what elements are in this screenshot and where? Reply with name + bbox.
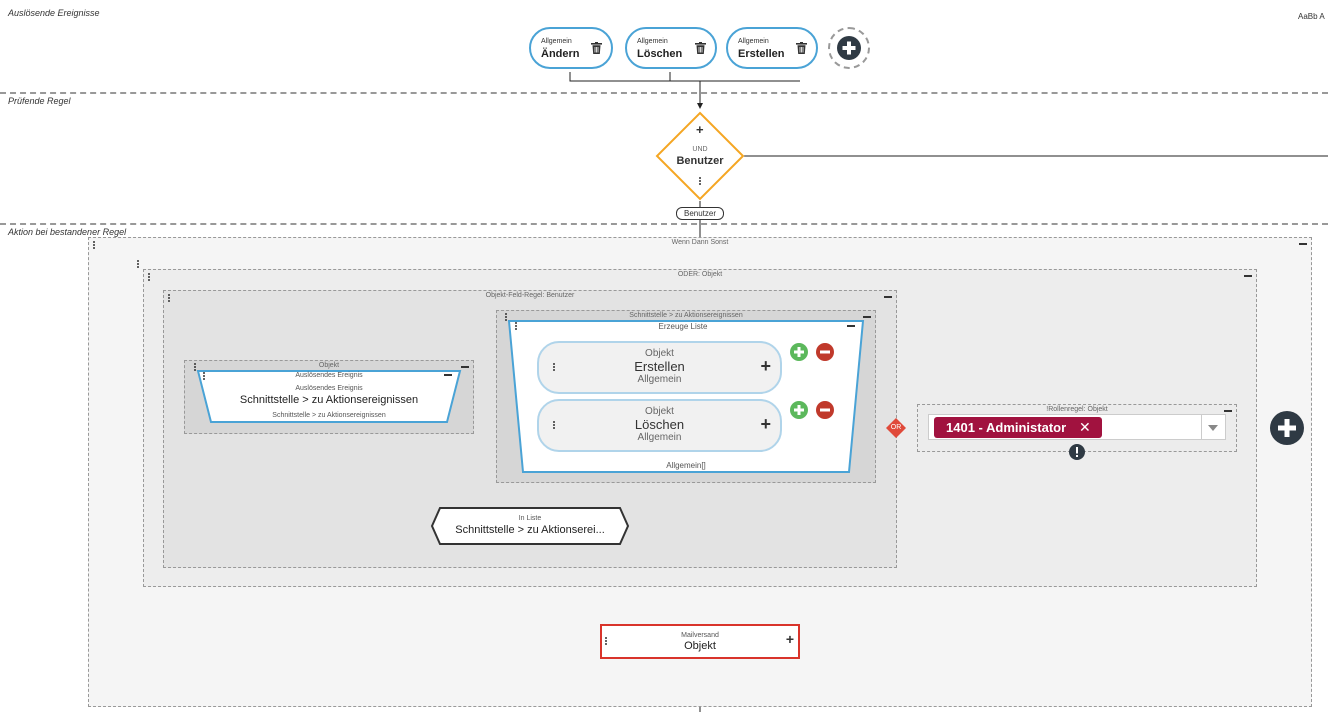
event-card-type: Schnittstelle > zu Aktionsereignissen (272, 412, 386, 419)
list-item-label: Löschen (634, 417, 685, 432)
collapse-icon[interactable] (1244, 275, 1252, 277)
drag-handle-icon[interactable] (93, 241, 96, 250)
container-title: Objekt-Feld-Regel: Benutzer (485, 292, 575, 299)
role-tag-label: 1401 - Administator (946, 420, 1067, 435)
add-field-icon[interactable]: + (760, 356, 771, 376)
add-trigger-button[interactable] (828, 27, 870, 69)
add-item-icon[interactable] (790, 401, 808, 419)
remove-item-icon[interactable] (816, 343, 834, 361)
rule-operator: UND (692, 146, 708, 153)
drag-handle-icon[interactable] (203, 372, 206, 381)
section-label-check: Prüfende Regel (8, 96, 71, 106)
trigger-label: Ändern (541, 48, 580, 60)
or-diamond[interactable] (885, 417, 907, 439)
drag-handle-icon[interactable] (137, 260, 140, 269)
drag-handle-icon[interactable] (553, 421, 556, 430)
rule-label: Benutzer (676, 155, 724, 167)
mail-action-type: Mailversand (681, 632, 719, 639)
add-rule-button[interactable] (1270, 411, 1304, 445)
container-title: !Rollenregel: Objekt (1046, 406, 1108, 413)
list-item-type: Objekt (645, 348, 674, 359)
add-item-icon[interactable] (790, 343, 808, 361)
collapse-icon[interactable] (444, 374, 452, 376)
trigger-aendern[interactable]: Allgemein Ändern (529, 27, 613, 69)
trigger-loeschen[interactable]: Allgemein Löschen (625, 27, 717, 69)
collapse-icon[interactable] (1224, 410, 1232, 412)
select-divider (1201, 415, 1202, 439)
section-label-action: Aktion bei bestandener Regel (8, 227, 127, 237)
collapse-icon[interactable] (461, 366, 469, 368)
list-item-type: Objekt (645, 406, 674, 417)
in-liste-label: Schnittstelle > zu Aktionserei... (455, 524, 605, 536)
chevron-down-icon[interactable] (1208, 425, 1218, 431)
trash-icon[interactable] (796, 42, 807, 54)
section-divider (0, 223, 1328, 225)
add-condition-icon[interactable]: + (696, 122, 704, 137)
warning-icon[interactable] (1069, 444, 1085, 460)
drag-handle-icon[interactable] (505, 313, 508, 322)
collapse-icon[interactable] (884, 296, 892, 298)
drag-handle-icon[interactable] (168, 294, 171, 303)
trash-icon[interactable] (591, 42, 602, 54)
event-card-header: Auslösendes Ereignis (295, 372, 363, 379)
add-field-icon[interactable]: + (760, 414, 771, 434)
role-tag: 1401 - Administator ✕ (934, 417, 1102, 438)
mail-action-label: Objekt (684, 640, 716, 652)
container-title: Objekt (318, 362, 340, 369)
remove-tag-icon[interactable]: ✕ (1079, 419, 1091, 435)
trigger-label: Erstellen (738, 48, 785, 60)
section-divider (0, 92, 1328, 94)
section-label-triggers: Auslösende Ereignisse (8, 8, 100, 18)
list-item-erstellen[interactable]: Objekt Erstellen Allgemein + (537, 341, 782, 394)
or-label: OR (890, 424, 902, 431)
in-liste-shape[interactable] (430, 506, 630, 546)
rule-diamond[interactable] (655, 111, 745, 201)
list-item-category: Allgemein (637, 374, 682, 385)
drag-handle-icon[interactable] (699, 177, 702, 186)
drag-handle-icon[interactable] (553, 363, 556, 372)
list-item-loeschen[interactable]: Objekt Löschen Allgemein + (537, 399, 782, 452)
drag-handle-icon[interactable] (605, 637, 608, 646)
collapse-icon[interactable] (1299, 243, 1307, 245)
plus-icon (837, 36, 861, 60)
trigger-label: Löschen (637, 48, 683, 60)
list-item-category: Allgemein (637, 432, 682, 443)
drag-handle-icon[interactable] (148, 273, 151, 282)
font-style-indicator[interactable]: AaBb A (1298, 12, 1325, 21)
container-title: ODER: Objekt (677, 271, 723, 278)
event-card-label: Schnittstelle > zu Aktionsereignissen (239, 394, 419, 406)
list-box-footer: Allgemein[] (666, 461, 706, 470)
event-card-category: Auslösendes Ereignis (295, 385, 363, 392)
list-box-title: Erzeuge Liste (658, 322, 708, 331)
mail-action-box[interactable]: Mailversand Objekt + (600, 624, 800, 659)
drag-handle-icon[interactable] (194, 363, 197, 372)
drag-handle-icon[interactable] (515, 322, 518, 331)
collapse-icon[interactable] (847, 325, 855, 327)
rule-badge: Benutzer (676, 207, 724, 220)
container-title: Schnittstelle > zu Aktionsereignissen (629, 312, 743, 319)
trash-icon[interactable] (695, 42, 706, 54)
remove-item-icon[interactable] (816, 401, 834, 419)
trigger-category: Allgemein (738, 38, 769, 45)
trigger-category: Allgemein (541, 38, 572, 45)
collapse-icon[interactable] (863, 316, 871, 318)
in-liste-type: In Liste (518, 515, 542, 522)
trigger-category: Allgemein (637, 38, 668, 45)
list-item-label: Erstellen (634, 359, 685, 374)
trigger-erstellen[interactable]: Allgemein Erstellen (726, 27, 818, 69)
add-field-icon[interactable]: + (785, 631, 794, 647)
event-card-shape[interactable] (195, 369, 463, 425)
container-title: Wenn Dann Sonst (671, 239, 729, 246)
